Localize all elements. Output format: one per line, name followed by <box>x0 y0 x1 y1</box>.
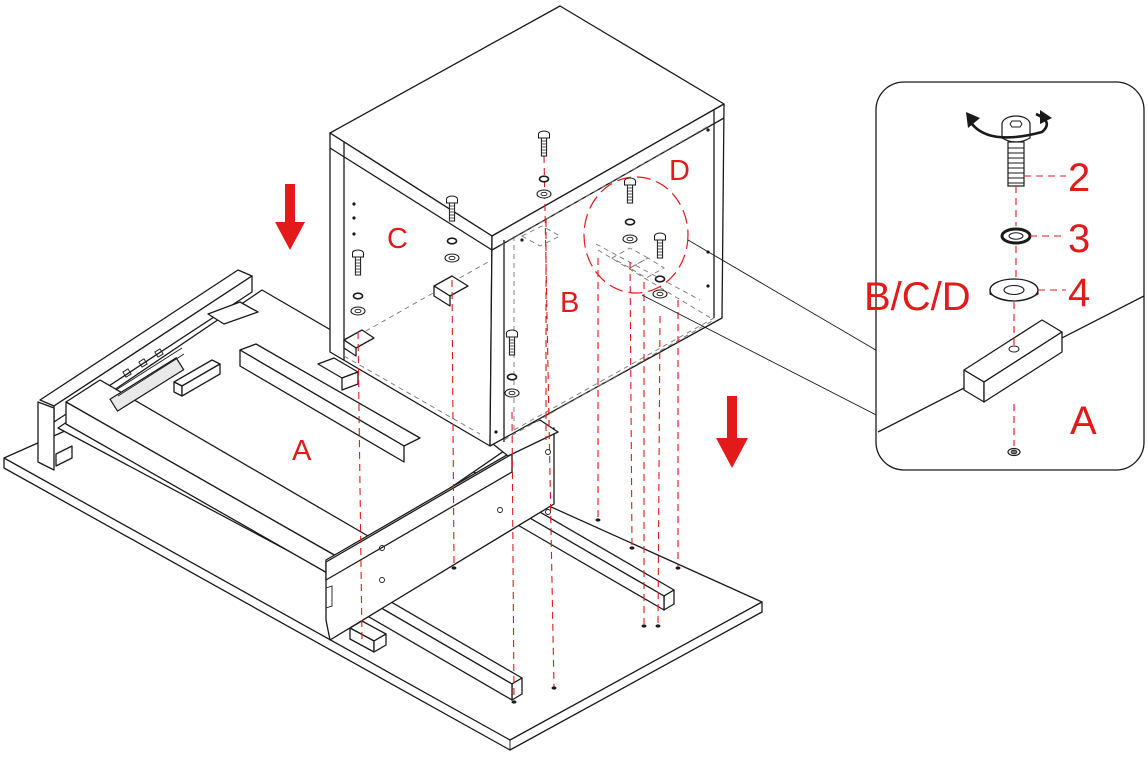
screw-hole <box>595 518 601 522</box>
alignment-guides <box>357 155 679 701</box>
label-panel-b: B <box>560 287 579 319</box>
washer-icon <box>350 306 366 316</box>
washer-icon <box>506 373 518 381</box>
callout-flat-washer: 4 <box>1068 271 1090 315</box>
screw-hole <box>655 624 661 628</box>
screw-hole <box>629 546 635 550</box>
cabinet-box <box>329 5 725 447</box>
washer-icon <box>444 253 460 263</box>
bottom-rail-back <box>515 503 675 611</box>
washer-icon <box>1000 227 1032 245</box>
label-panels-bcd: B/C/D <box>864 275 971 319</box>
washer-icon <box>989 278 1039 302</box>
washer-icon <box>352 292 364 300</box>
detail-leader-top <box>687 239 887 357</box>
label-block-a: A <box>1070 399 1097 443</box>
screw-hole <box>641 624 647 628</box>
washer-icon <box>654 275 666 283</box>
washer-icon <box>446 237 458 245</box>
down-arrow-icon <box>716 396 748 468</box>
label-panel-d: D <box>669 155 690 187</box>
down-arrow-icon <box>275 184 305 250</box>
alignment-guide-line <box>657 315 661 625</box>
washer-icon <box>624 218 636 226</box>
screw-hole <box>675 566 681 570</box>
callout-screw: 2 <box>1068 156 1090 200</box>
washer-icon <box>538 175 550 183</box>
washer-icon <box>504 388 520 398</box>
detail-leader-bottom <box>641 294 887 421</box>
dowel-block <box>963 319 1063 403</box>
washer-icon <box>652 289 668 299</box>
washer-icon <box>622 234 638 244</box>
callout-spring-washer: 3 <box>1068 217 1090 261</box>
screw-icon <box>1001 115 1031 187</box>
small-block-front <box>349 620 387 653</box>
drawer-frame <box>37 269 559 641</box>
screw-hole <box>551 686 557 690</box>
alignment-guide-line <box>511 411 515 701</box>
label-panel-c: C <box>387 223 408 255</box>
label-panel-a: A <box>292 435 312 467</box>
detail-callout-circle <box>583 176 689 294</box>
detail-view: 2 3 4 B/C/D A <box>864 81 1145 471</box>
alignment-guide-line <box>357 331 363 641</box>
washer-icon <box>536 189 552 199</box>
screw-hole <box>451 566 457 570</box>
rotate-arrow-icon <box>966 110 1052 139</box>
screw-hole <box>511 700 517 704</box>
